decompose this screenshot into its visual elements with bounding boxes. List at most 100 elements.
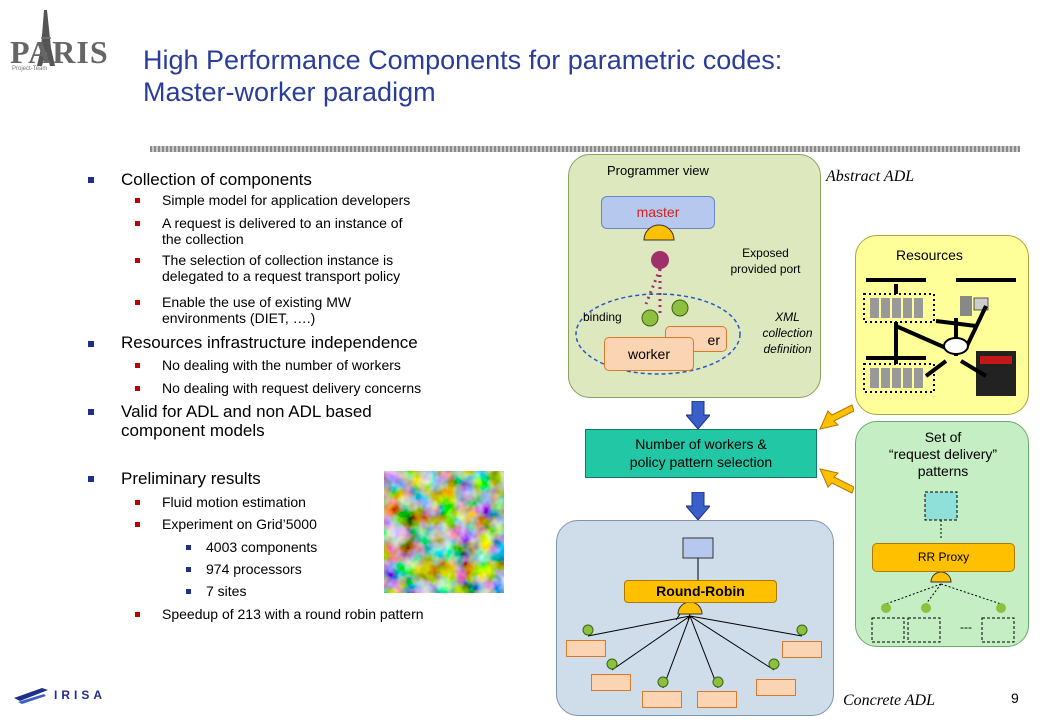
sub-sub-bullet-marker xyxy=(186,567,191,572)
master-node xyxy=(682,537,714,559)
binding-line xyxy=(644,268,662,305)
bullet-adl: Valid for ADL and non ADL based xyxy=(121,402,372,421)
patterns-label: Set of “request delivery” patterns xyxy=(856,429,1030,480)
irisa-text: IRISA xyxy=(54,688,107,702)
sub-bullet: Experiment on Grid’5000 xyxy=(162,516,317,532)
selection-line-1: Number of workers & xyxy=(635,436,767,452)
paris-logo: PARIS Project-Team xyxy=(6,8,116,72)
sub-bullet: Fluid motion estimation xyxy=(162,494,306,510)
programmer-view-label: Programmer view xyxy=(607,163,709,178)
title-line-2: Master-worker paradigm xyxy=(143,77,436,107)
fluid-motion-image xyxy=(384,471,504,593)
title-divider xyxy=(150,146,1020,152)
worker-port-icon xyxy=(671,299,689,317)
rr-proxy-box: RR Proxy xyxy=(872,543,1015,572)
sub-bullet-marker xyxy=(135,221,140,226)
rr-pattern-diagram xyxy=(871,491,1015,643)
irisa-logo: IRISA xyxy=(14,686,124,706)
sub-bullet: A request is delivered to an instance of xyxy=(162,215,403,231)
sub-bullet-marker xyxy=(135,258,140,263)
patterns-line-1: Set of xyxy=(924,429,962,445)
worker-node xyxy=(566,640,606,657)
sub-bullet: No dealing with request delivery concern… xyxy=(162,380,422,396)
title-line-1: High Performance Components for parametr… xyxy=(143,45,783,75)
eiffel-tower-icon xyxy=(37,10,55,66)
slide-title: High Performance Components for parametr… xyxy=(143,44,1003,108)
worker-node xyxy=(642,691,682,708)
xml-line-2: collection xyxy=(762,326,813,340)
policy-selection-box: Number of workers & policy pattern selec… xyxy=(585,429,817,478)
cluster-icon xyxy=(863,363,935,393)
abstract-adl-label: Abstract ADL xyxy=(826,168,915,185)
bullet-marker xyxy=(88,177,94,183)
round-robin-box: Round-Robin xyxy=(624,580,777,603)
bullet-collection: Collection of components xyxy=(121,170,312,189)
sub-sub-bullet: 974 processors xyxy=(206,561,302,577)
sub-sub-bullet-marker xyxy=(186,545,191,550)
patterns-panel: Set of “request delivery” patterns --- R… xyxy=(855,421,1029,647)
worker-port-icon xyxy=(641,309,659,327)
sub-bullet-cont: the collection xyxy=(162,231,244,247)
cluster-icon xyxy=(863,293,935,323)
exposed-port-label: Exposed provided port xyxy=(713,245,818,277)
pattern-client-box xyxy=(924,491,958,521)
down-arrow-icon xyxy=(686,401,710,429)
pattern-ellipsis: --- xyxy=(960,620,972,634)
down-arrow-icon xyxy=(686,492,710,520)
sub-bullet-marker xyxy=(135,198,140,203)
worker-node xyxy=(756,679,796,696)
master-component: master xyxy=(601,196,715,229)
sub-bullet-marker xyxy=(135,500,140,505)
worker-component: worker xyxy=(604,337,694,371)
resources-network-diagram xyxy=(863,278,1016,396)
xml-line-1: XML xyxy=(775,310,800,324)
sub-bullet-cont: environments (DIET, ….) xyxy=(162,310,316,326)
sub-bullet-marker xyxy=(135,612,140,617)
port-socket-icon xyxy=(930,571,952,583)
bullet-adl-cont: component models xyxy=(121,421,265,440)
sub-sub-bullet-marker xyxy=(186,589,191,594)
irisa-swoosh-icon xyxy=(14,688,48,704)
sub-bullet: The selection of collection instance is xyxy=(162,252,394,268)
worker-node xyxy=(591,674,631,691)
logo-subtext: Project-Team xyxy=(12,66,48,72)
exposed-label-line-1: Exposed xyxy=(742,246,789,260)
selection-line-2: policy pattern selection xyxy=(629,454,773,470)
fluid-field-picture xyxy=(384,471,504,593)
port-socket-icon xyxy=(643,224,675,241)
bullet-marker xyxy=(88,341,94,347)
patterns-line-3: patterns xyxy=(917,463,969,479)
network-switch-icon xyxy=(943,337,969,355)
resources-panel: Resources xyxy=(855,235,1029,415)
page-number: 9 xyxy=(1011,690,1019,706)
round-robin-diagram xyxy=(582,537,808,689)
sub-sub-bullet: 7 sites xyxy=(206,583,247,599)
sub-bullet: Simple model for application developers xyxy=(162,192,411,208)
concrete-adl-label: Concrete ADL xyxy=(843,692,935,709)
worker-node xyxy=(697,691,737,708)
bullet-marker xyxy=(88,476,94,482)
provided-port-icon xyxy=(651,251,669,269)
sub-bullet: Enable the use of existing MW xyxy=(162,294,352,310)
sub-bullet-marker xyxy=(135,300,140,305)
sub-bullet: Speedup of 213 with a round robin patter… xyxy=(162,606,424,622)
bullet-marker xyxy=(88,409,94,415)
bullet-results: Preliminary results xyxy=(121,469,261,488)
sub-bullet-marker xyxy=(135,386,140,391)
sub-bullet-marker xyxy=(135,522,140,527)
left-arrow-icon xyxy=(819,468,854,494)
bullet-list: Collection of components Simple model fo… xyxy=(88,170,424,622)
resources-label: Resources xyxy=(896,247,963,263)
programmer-view-panel: Programmer view xyxy=(568,154,821,398)
programmer-view-diagram xyxy=(575,224,741,375)
worker-node xyxy=(782,641,822,658)
collection-boundary xyxy=(575,293,741,375)
xml-definition-label: XML collection definition xyxy=(750,309,825,357)
sub-bullet-cont: delegated to a request transport policy xyxy=(162,268,401,284)
bullet-resources: Resources infrastructure independence xyxy=(121,333,418,352)
left-arrow-icon xyxy=(819,404,854,430)
sub-bullet-marker xyxy=(135,363,140,368)
sub-bullet: No dealing with the number of workers xyxy=(162,357,401,373)
side-arrows xyxy=(819,404,854,494)
xml-line-3: definition xyxy=(763,342,812,356)
